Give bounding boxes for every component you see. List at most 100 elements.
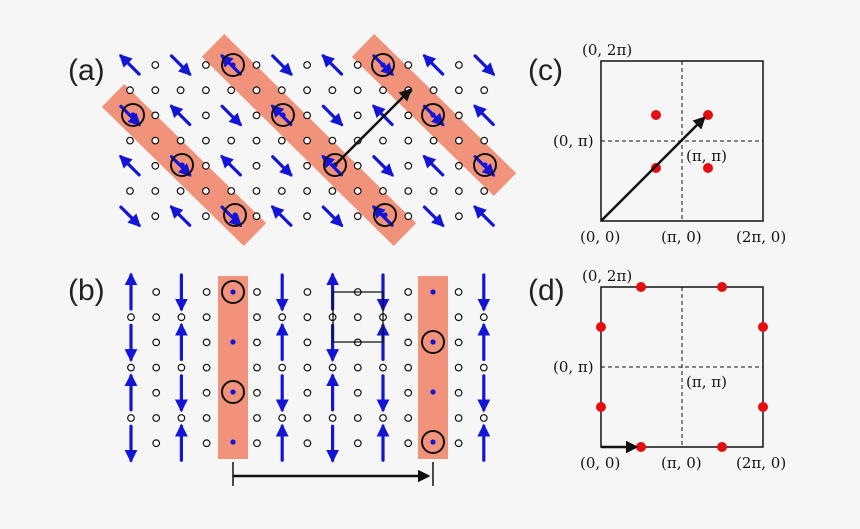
panel-d-reciprocal: (0, 2π) (0, π) (0, 0) (π, 0) (2π, 0) (π,… bbox=[553, 267, 786, 472]
lattice-site bbox=[151, 212, 160, 221]
lattice-site bbox=[202, 388, 211, 397]
hole-ring bbox=[421, 430, 445, 454]
lattice-site bbox=[429, 136, 438, 145]
lattice-site bbox=[328, 414, 337, 422]
lattice-site bbox=[404, 414, 413, 422]
lattice-site bbox=[252, 136, 261, 145]
lattice-site bbox=[328, 136, 337, 145]
hole-ring bbox=[373, 203, 397, 227]
lattice-site bbox=[404, 212, 413, 221]
spin-arrow bbox=[473, 54, 496, 76]
lattice-site bbox=[253, 414, 261, 422]
spin-arrow bbox=[321, 205, 344, 228]
hole-site bbox=[179, 162, 185, 168]
hole-ring bbox=[223, 203, 247, 227]
lattice-site bbox=[480, 136, 489, 145]
hole-ring bbox=[170, 153, 194, 177]
hole-site bbox=[430, 112, 436, 118]
lattice-site bbox=[126, 136, 134, 145]
hole-site bbox=[380, 62, 386, 68]
hole-site bbox=[230, 389, 236, 395]
lattice-site bbox=[379, 136, 387, 145]
lattice-site bbox=[151, 111, 160, 120]
lattice-site bbox=[328, 187, 337, 195]
lattice-site bbox=[202, 414, 211, 422]
lattice-site bbox=[379, 414, 387, 422]
lattice-site bbox=[303, 313, 312, 322]
lattice-site bbox=[253, 388, 261, 397]
spin-arrow bbox=[321, 104, 344, 127]
lattice-site bbox=[404, 111, 413, 120]
lattice-site bbox=[252, 187, 261, 195]
lattice-site bbox=[404, 388, 413, 397]
bragg-peak bbox=[758, 402, 768, 412]
lattice-site bbox=[252, 86, 261, 95]
lattice-site bbox=[227, 136, 236, 145]
bragg-peak bbox=[596, 402, 606, 412]
lattice-site bbox=[303, 414, 312, 422]
lattice-site bbox=[127, 313, 135, 322]
lattice-site bbox=[303, 61, 312, 69]
spin-arrow bbox=[372, 155, 394, 177]
lattice-site bbox=[454, 363, 463, 372]
panel-b-label: (b) bbox=[68, 274, 105, 307]
lattice-site bbox=[404, 61, 413, 69]
lattice-site bbox=[152, 313, 161, 322]
lattice-site bbox=[455, 136, 463, 145]
lattice-site bbox=[253, 439, 261, 448]
lattice-site bbox=[480, 187, 489, 195]
spin-arrow bbox=[169, 104, 192, 127]
lattice-site bbox=[328, 363, 337, 372]
lattice-site bbox=[303, 388, 312, 397]
hole-site bbox=[130, 112, 136, 118]
lattice-site bbox=[429, 187, 438, 195]
lattice-site bbox=[353, 313, 362, 322]
spin-arrow bbox=[220, 154, 242, 177]
coord-xmax: (2π, 0) bbox=[736, 228, 786, 246]
magnetic-unit-cell bbox=[333, 291, 384, 343]
spin-arrow bbox=[169, 54, 192, 76]
hole-ring bbox=[221, 53, 245, 77]
spin-arrow bbox=[169, 205, 192, 227]
lattice-site bbox=[127, 363, 135, 372]
lattice-site bbox=[404, 363, 413, 372]
lattice-site bbox=[379, 363, 387, 372]
coord-center: (π, π) bbox=[686, 373, 727, 391]
lattice-site bbox=[455, 212, 463, 221]
hole-site bbox=[230, 439, 236, 445]
bragg-peak bbox=[596, 322, 606, 332]
lattice-site bbox=[201, 61, 210, 69]
lattice-site bbox=[303, 439, 312, 448]
coord-xmid: (π, 0) bbox=[661, 454, 702, 472]
lattice-site bbox=[252, 161, 261, 170]
spin-arrow bbox=[271, 155, 293, 177]
coord-mid: (0, π) bbox=[553, 358, 594, 376]
bragg-peak bbox=[636, 442, 646, 452]
lattice-site bbox=[353, 439, 362, 448]
hole-site bbox=[280, 112, 286, 118]
lattice-site bbox=[455, 161, 463, 170]
spin-arrow bbox=[422, 154, 445, 177]
hole-site bbox=[382, 212, 388, 218]
spin-arrow bbox=[119, 205, 141, 228]
lattice-site bbox=[201, 161, 210, 170]
lattice-site bbox=[152, 388, 161, 397]
coord-top: (0, 2π) bbox=[582, 267, 632, 285]
hole-ring bbox=[271, 103, 295, 127]
lattice-site bbox=[455, 61, 463, 69]
lattice-site bbox=[278, 313, 287, 322]
lattice-site bbox=[151, 61, 160, 69]
lattice-site bbox=[201, 86, 210, 95]
lattice-site bbox=[404, 187, 413, 195]
lattice-site bbox=[253, 338, 261, 347]
lattice-site bbox=[201, 136, 210, 145]
hole-site bbox=[430, 389, 436, 395]
coord-xmid: (π, 0) bbox=[661, 228, 702, 246]
spin-arrow bbox=[119, 154, 141, 177]
coord-top: (0, 2π) bbox=[582, 41, 632, 59]
lattice-site bbox=[353, 363, 362, 372]
bragg-peak bbox=[651, 163, 661, 173]
hole-site bbox=[230, 289, 236, 295]
bragg-peak bbox=[636, 282, 646, 292]
